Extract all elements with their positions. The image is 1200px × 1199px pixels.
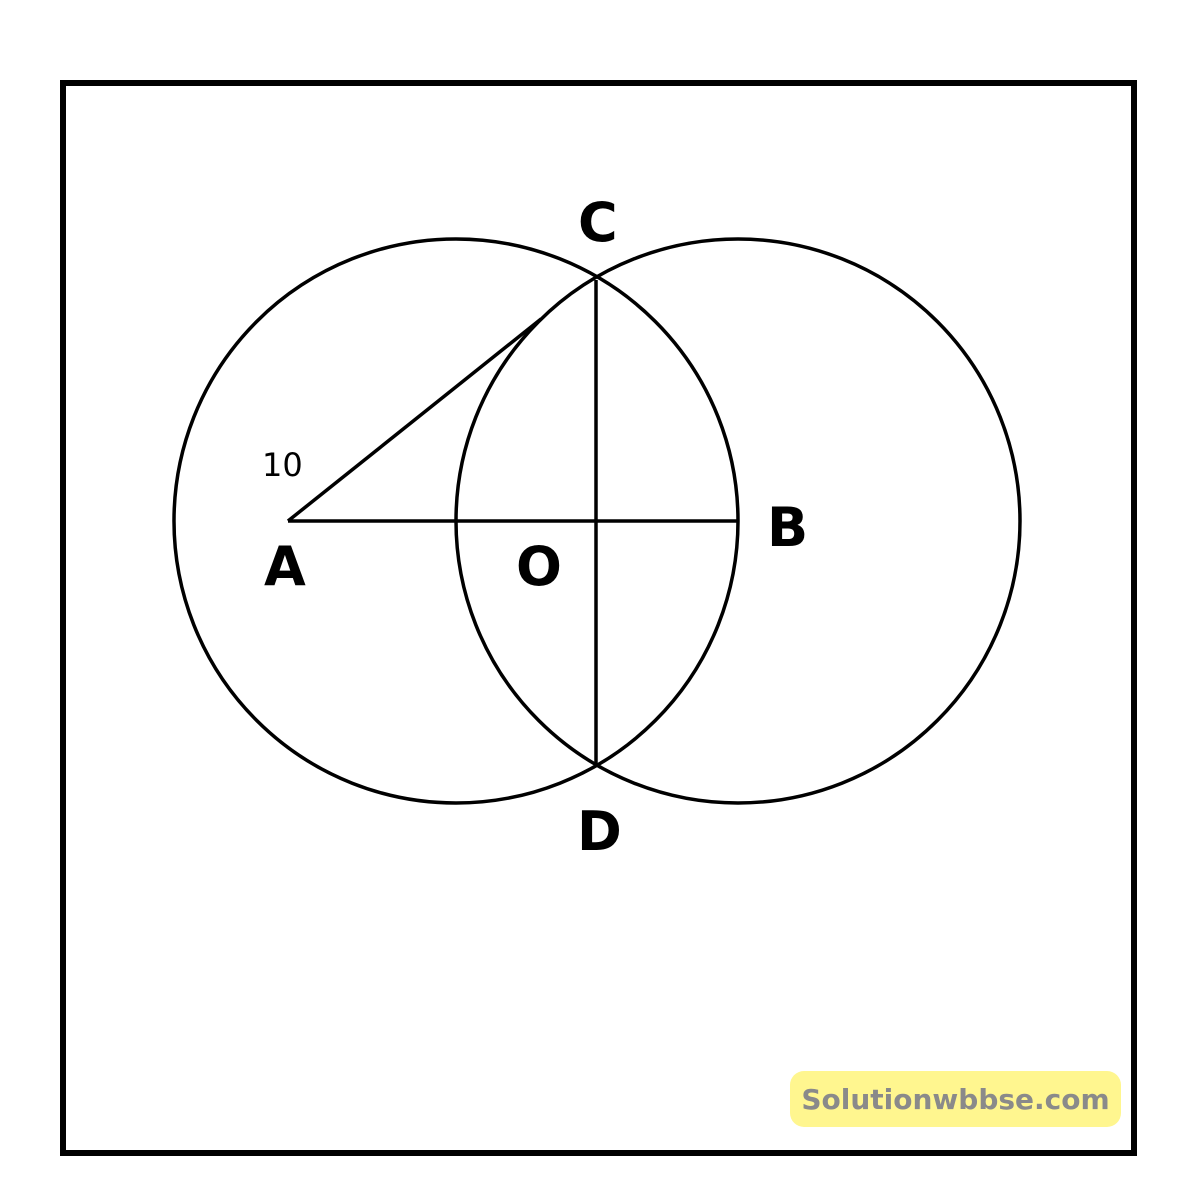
length-label: 10 <box>262 446 303 484</box>
point-label-C: C <box>578 191 618 254</box>
frame-border <box>60 80 1137 1156</box>
point-label-O: O <box>516 535 562 598</box>
point-label-B: B <box>767 496 808 559</box>
left-circle <box>172 237 740 805</box>
watermark: Solutionwbbse.com <box>790 1071 1121 1127</box>
radius-line <box>286 317 543 523</box>
point-label-A: A <box>264 535 306 598</box>
point-label-D: D <box>577 800 622 863</box>
